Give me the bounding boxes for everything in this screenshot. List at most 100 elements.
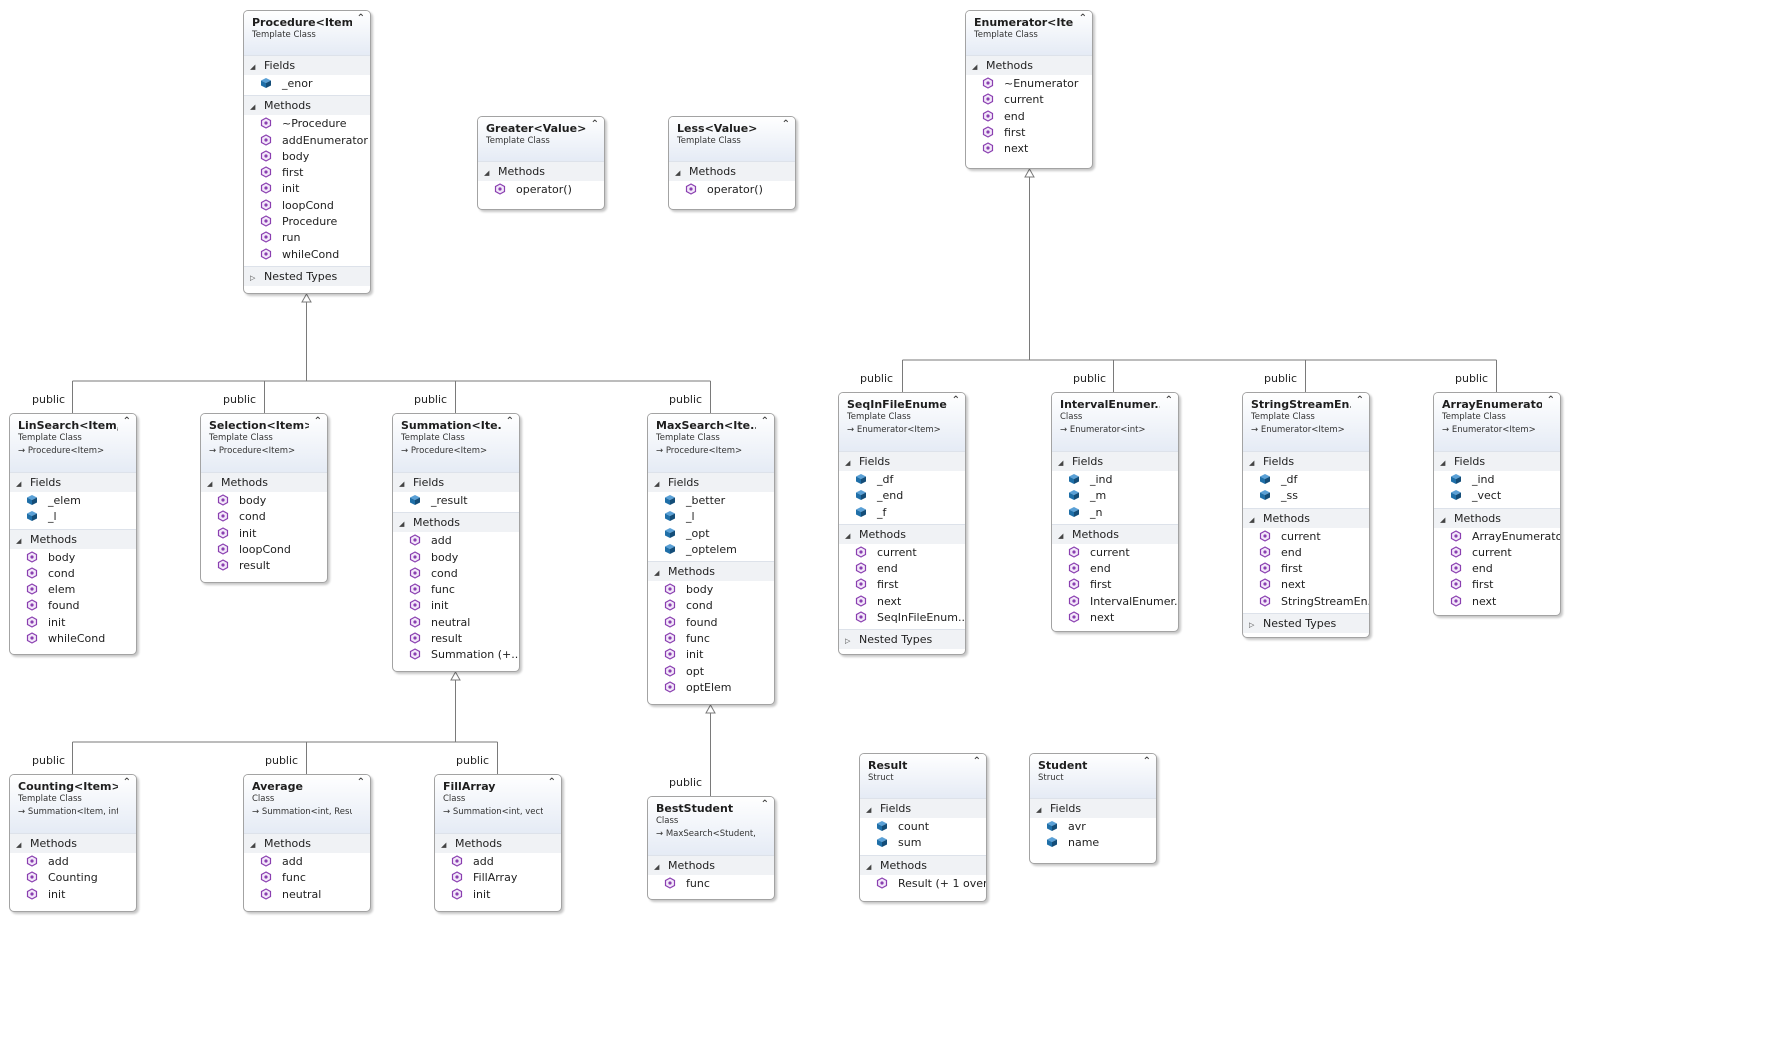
method-first[interactable]: first bbox=[1434, 577, 1560, 593]
fields-compartment-title[interactable]: ◢Fields bbox=[244, 55, 370, 75]
class-header[interactable]: Enumerator<Ite...Template Class⌃ bbox=[966, 11, 1092, 55]
methods-compartment-title[interactable]: ◢Methods bbox=[435, 833, 561, 853]
methods-compartment-title[interactable]: ◢Methods bbox=[1434, 507, 1560, 528]
class-arrayenumerator[interactable]: ArrayEnumerato...Template Class→ Enumera… bbox=[1433, 392, 1561, 616]
fields-compartment-title[interactable]: ◢Fields bbox=[860, 798, 986, 818]
method-next[interactable]: next bbox=[1052, 610, 1178, 626]
collapse-triangle-icon[interactable]: ◢ bbox=[1440, 459, 1446, 467]
nested-types-compartment-title[interactable]: ▷Nested Types bbox=[1243, 613, 1369, 634]
method-fillarray[interactable]: FillArray bbox=[435, 870, 561, 886]
field-m[interactable]: _m bbox=[1052, 488, 1178, 504]
method-loopcond[interactable]: loopCond bbox=[201, 542, 327, 558]
class-linsearch[interactable]: LinSearch<Item,...Template Class→ Proced… bbox=[9, 413, 137, 655]
collapse-chevron-icon[interactable]: ⌃ bbox=[122, 777, 131, 788]
fields-compartment-title[interactable]: ◢Fields bbox=[393, 472, 519, 492]
collapse-triangle-icon[interactable]: ◢ bbox=[1249, 515, 1255, 524]
method-end[interactable]: end bbox=[1243, 545, 1369, 561]
field-opt[interactable]: _opt bbox=[648, 526, 774, 542]
method-end[interactable]: end bbox=[839, 561, 965, 577]
method-next[interactable]: next bbox=[1434, 594, 1560, 610]
method-stringstreamen[interactable]: StringStreamEn... bbox=[1243, 594, 1369, 610]
class-header[interactable]: MaxSearch<Ite...Template Class→ Procedur… bbox=[648, 414, 774, 472]
field-elem[interactable]: _elem bbox=[10, 493, 136, 509]
collapse-chevron-icon[interactable]: ⌃ bbox=[122, 416, 131, 427]
collapse-chevron-icon[interactable]: ⌃ bbox=[1142, 756, 1151, 767]
class-summation[interactable]: Summation<Ite...Template Class→ Procedur… bbox=[392, 413, 520, 672]
field-count[interactable]: count bbox=[860, 819, 986, 835]
collapse-triangle-icon[interactable]: ◢ bbox=[250, 841, 256, 849]
method-cond[interactable]: cond bbox=[10, 566, 136, 582]
methods-compartment-title[interactable]: ◢Methods bbox=[10, 528, 136, 549]
field-ss[interactable]: _ss bbox=[1243, 488, 1369, 504]
collapse-triangle-icon[interactable]: ◢ bbox=[441, 841, 447, 849]
method-current[interactable]: current bbox=[1243, 529, 1369, 545]
methods-compartment-title[interactable]: ◢Methods bbox=[244, 833, 370, 853]
collapse-triangle-icon[interactable]: ◢ bbox=[1058, 459, 1064, 467]
collapse-chevron-icon[interactable]: ⌃ bbox=[1078, 13, 1087, 24]
field-better[interactable]: _better bbox=[648, 493, 774, 509]
field-vect[interactable]: _vect bbox=[1434, 488, 1560, 504]
collapse-chevron-icon[interactable]: ⌃ bbox=[951, 395, 960, 406]
class-maxsearch[interactable]: MaxSearch<Ite...Template Class→ Procedur… bbox=[647, 413, 775, 705]
collapse-triangle-icon[interactable]: ◢ bbox=[399, 520, 405, 529]
methods-compartment-title[interactable]: ◢Methods bbox=[393, 512, 519, 533]
collapse-chevron-icon[interactable]: ⌃ bbox=[547, 777, 556, 788]
method-neutral[interactable]: neutral bbox=[244, 887, 370, 903]
method-seqinfileenum[interactable]: SeqInFileEnum... bbox=[839, 610, 965, 626]
collapse-triangle-icon[interactable]: ◢ bbox=[845, 459, 851, 467]
method-arrayenumerator[interactable]: ArrayEnumerator bbox=[1434, 529, 1560, 545]
method-run[interactable]: run bbox=[244, 230, 370, 246]
field-end[interactable]: _end bbox=[839, 488, 965, 504]
fields-compartment-title[interactable]: ◢Fields bbox=[1030, 798, 1156, 818]
collapse-triangle-icon[interactable]: ◢ bbox=[1036, 806, 1042, 814]
method-func[interactable]: func bbox=[648, 876, 774, 892]
method-init[interactable]: init bbox=[648, 647, 774, 663]
methods-compartment-title[interactable]: ◢Methods bbox=[966, 55, 1092, 75]
nested-types-compartment-title[interactable]: ▷Nested Types bbox=[244, 265, 370, 286]
method-result[interactable]: result bbox=[201, 558, 327, 574]
class-header[interactable]: LinSearch<Item,...Template Class→ Proced… bbox=[10, 414, 136, 472]
field-optelem[interactable]: _optelem bbox=[648, 542, 774, 558]
method-cond[interactable]: cond bbox=[201, 509, 327, 525]
method-cond[interactable]: cond bbox=[393, 566, 519, 582]
fields-compartment-title[interactable]: ◢Fields bbox=[10, 472, 136, 492]
class-header[interactable]: Procedure<Item>Template Class⌃ bbox=[244, 11, 370, 55]
method-add[interactable]: add bbox=[10, 854, 136, 870]
method-first[interactable]: first bbox=[1052, 577, 1178, 593]
collapse-triangle-icon[interactable]: ◢ bbox=[16, 841, 22, 849]
collapse-chevron-icon[interactable]: ⌃ bbox=[1546, 395, 1555, 406]
method-first[interactable]: first bbox=[839, 577, 965, 593]
class-seqinfileenumerator[interactable]: SeqInFileEnume...Template Class→ Enumera… bbox=[838, 392, 966, 655]
collapse-triangle-icon[interactable]: ◢ bbox=[16, 536, 22, 545]
collapse-triangle-icon[interactable]: ◢ bbox=[654, 569, 660, 578]
method-add[interactable]: add bbox=[244, 854, 370, 870]
collapse-triangle-icon[interactable]: ◢ bbox=[845, 531, 851, 540]
field-f[interactable]: _f bbox=[839, 505, 965, 521]
method-whilecond[interactable]: whileCond bbox=[10, 631, 136, 647]
method-body[interactable]: body bbox=[648, 582, 774, 598]
field-name[interactable]: name bbox=[1030, 835, 1156, 851]
method-func[interactable]: func bbox=[648, 631, 774, 647]
fields-compartment-title[interactable]: ◢Fields bbox=[1243, 451, 1369, 471]
collapse-triangle-icon[interactable]: ◢ bbox=[250, 103, 256, 112]
collapse-triangle-icon[interactable]: ◢ bbox=[207, 480, 213, 488]
method-body[interactable]: body bbox=[201, 493, 327, 509]
method-add[interactable]: add bbox=[435, 854, 561, 870]
field-l[interactable]: _l bbox=[648, 509, 774, 525]
fields-compartment-title[interactable]: ◢Fields bbox=[1434, 451, 1560, 471]
field-df[interactable]: _df bbox=[1243, 472, 1369, 488]
expand-triangle-icon[interactable]: ▷ bbox=[845, 637, 851, 646]
class-header[interactable]: SeqInFileEnume...Template Class→ Enumera… bbox=[839, 393, 965, 451]
class-header[interactable]: StringStreamEn...Template Class→ Enumera… bbox=[1243, 393, 1369, 451]
method-current[interactable]: current bbox=[1052, 545, 1178, 561]
field-ind[interactable]: _ind bbox=[1434, 472, 1560, 488]
method-neutral[interactable]: neutral bbox=[393, 615, 519, 631]
method-cond[interactable]: cond bbox=[648, 598, 774, 614]
methods-compartment-title[interactable]: ◢Methods bbox=[478, 161, 604, 181]
collapse-triangle-icon[interactable]: ◢ bbox=[1440, 515, 1446, 524]
